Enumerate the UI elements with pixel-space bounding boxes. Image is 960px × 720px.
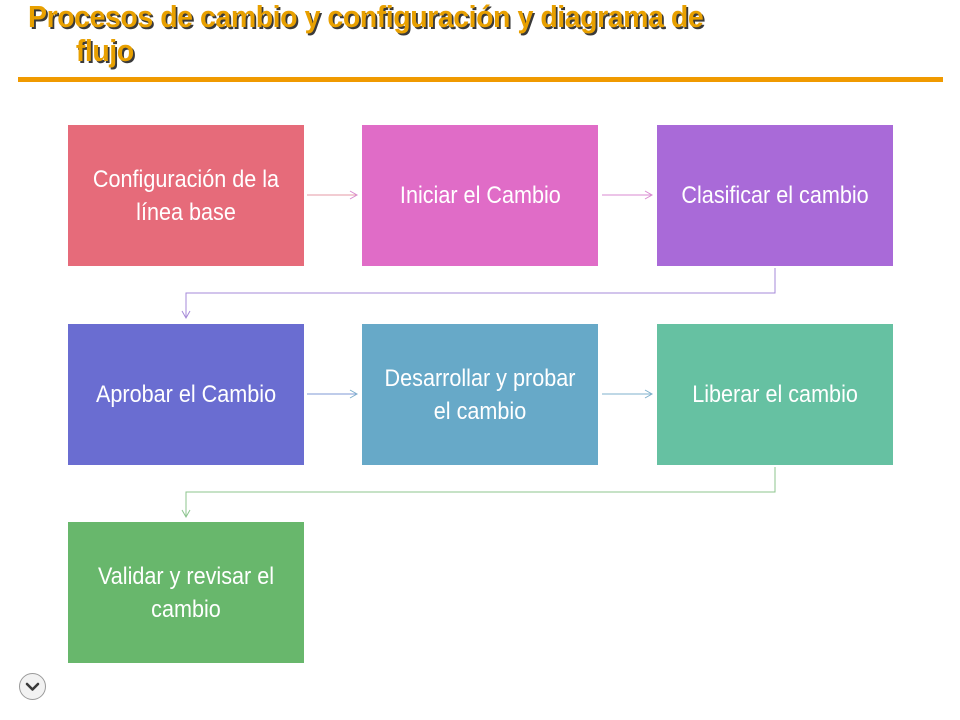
step-6-box: Liberar el cambio xyxy=(657,324,893,465)
step-3-box: Clasificar el cambio xyxy=(657,125,893,266)
step-1-label: Configuración de la línea base xyxy=(92,165,280,226)
step-7-label: Validar y revisar el cambio xyxy=(97,562,275,623)
step-3-label: Clasificar el cambio xyxy=(681,182,869,209)
chevron-down-icon xyxy=(25,682,40,691)
step-5-label: Desarrollar y probar el cambio xyxy=(384,364,576,425)
step-4-box: Aprobar el Cambio xyxy=(68,324,304,465)
slide-title-line2: flujo xyxy=(75,33,134,68)
title-underline xyxy=(18,77,943,82)
scroll-down-button[interactable] xyxy=(19,673,46,700)
step-1-box: Configuración de la línea base xyxy=(68,125,304,266)
step-5-box: Desarrollar y probar el cambio xyxy=(362,324,598,465)
step-2-label: Iniciar el Cambio xyxy=(399,182,561,209)
step-2-box: Iniciar el Cambio xyxy=(362,125,598,266)
slide-title-line1: Procesos de cambio y configuración y dia… xyxy=(28,0,704,34)
arrow-6-7 xyxy=(181,467,776,519)
step-4-label: Aprobar el Cambio xyxy=(95,381,277,408)
slide-title: Procesos de cambio y configuración y dia… xyxy=(28,0,819,68)
step-6-label: Liberar el cambio xyxy=(692,381,858,408)
arrow-3-4 xyxy=(181,268,776,320)
step-7-box: Validar y revisar el cambio xyxy=(68,522,304,663)
